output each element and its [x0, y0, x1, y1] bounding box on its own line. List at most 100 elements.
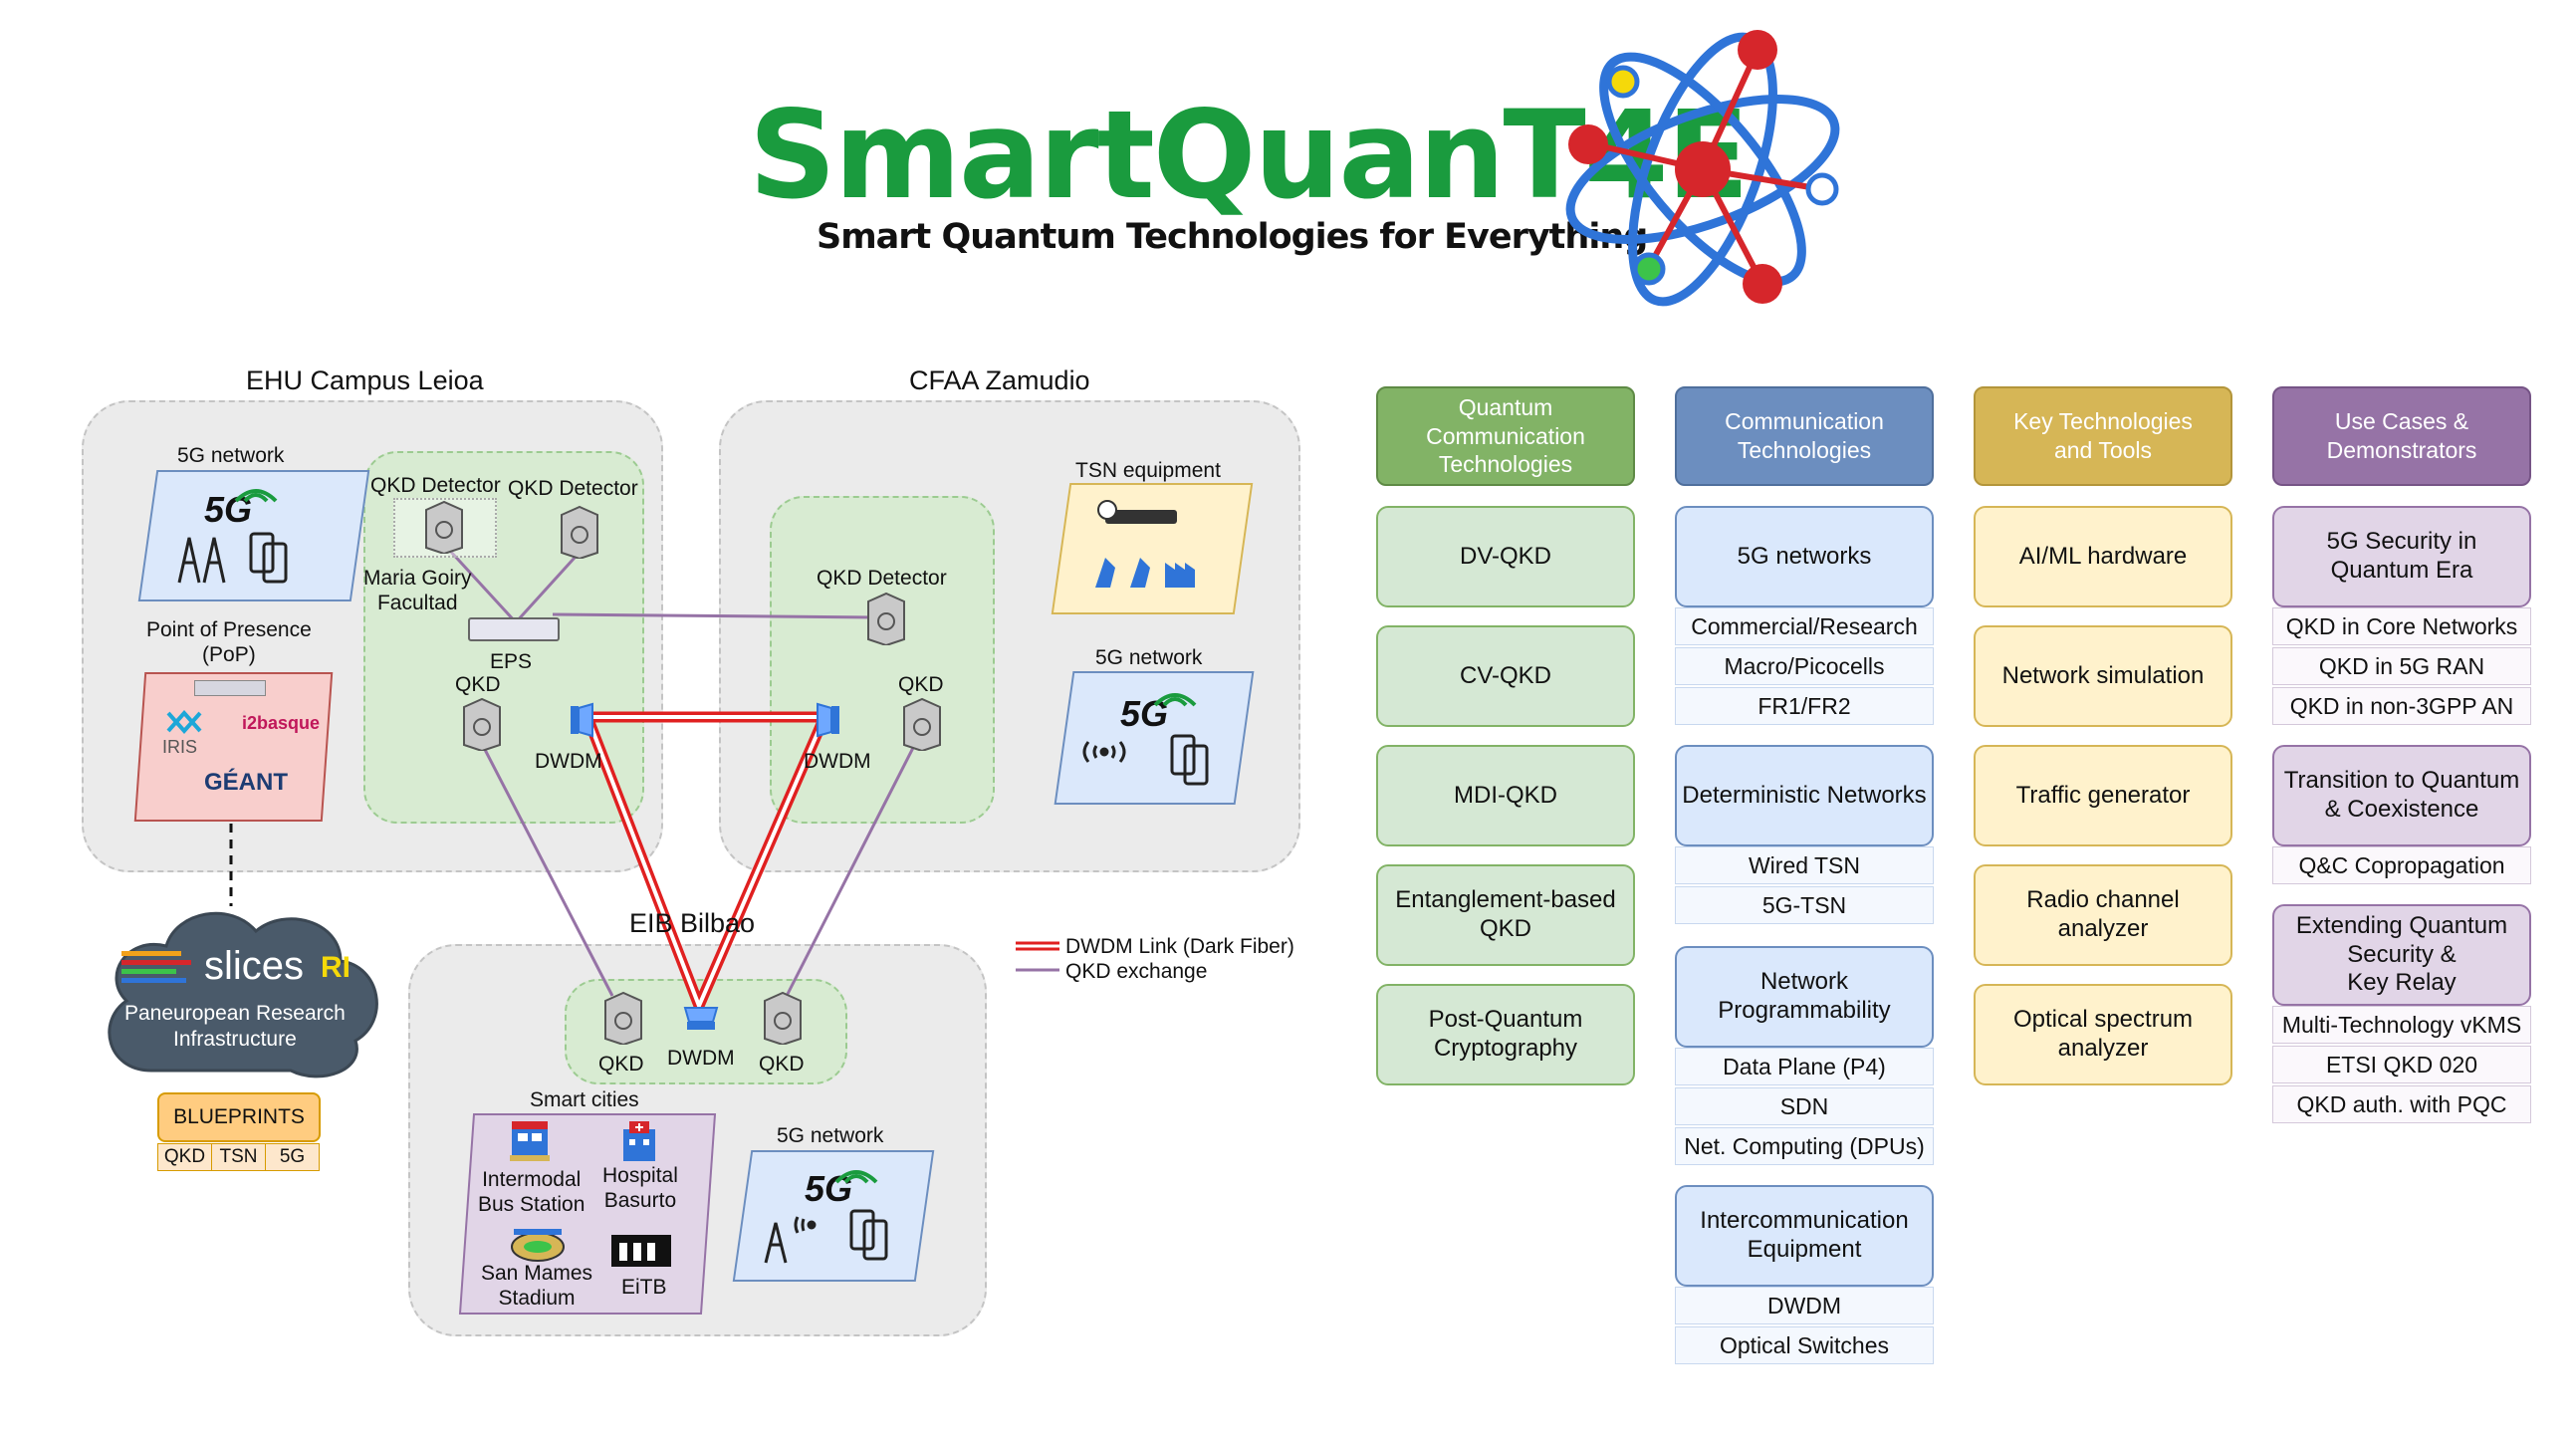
eib-site-title: EIB Bilbao [629, 908, 756, 938]
column-communication-subitem: Optical Switches [1675, 1326, 1934, 1364]
ehu-network-label: 5G network [177, 444, 285, 467]
dwdm-link [582, 711, 830, 1012]
stadium-label: San Mames Stadium [481, 1262, 593, 1311]
column-key-tech-item: Network simulation [1974, 625, 2232, 727]
qkd-detector-icon [867, 592, 905, 645]
faculty-label: Maria Goiry Facultad [363, 567, 472, 615]
column-key-tech-item: Optical spectrum analyzer [1974, 984, 2232, 1085]
column-key-tech-item: Traffic generator [1974, 745, 2232, 846]
stadium-icon [511, 1229, 565, 1262]
ehu-site-title: EHU Campus Leioa [246, 365, 484, 395]
eib-qkd-left-label: QKD [598, 1053, 644, 1076]
column-use-cases-item: Extending Quantum Security & Key Relay [2272, 904, 2531, 1006]
column-key-tech-item: AI/ML hardware [1974, 506, 2232, 607]
cfaa-qkd-label: QKD [898, 673, 944, 696]
ehu-qkd-detector-1-label: QKD Detector [370, 474, 501, 497]
column-communication-subitem: Wired TSN [1675, 846, 1934, 884]
atom-icon [1565, 30, 1840, 307]
column-communication-subitem: SDN [1675, 1087, 1934, 1125]
blueprints-title: BLUEPRINTS [157, 1092, 321, 1142]
antenna-icon [177, 532, 288, 584]
wifi-signal-icon [834, 1170, 878, 1184]
qkd-detector-icon [561, 505, 598, 559]
column-use-cases-item: 5G Security in Quantum Era [2272, 506, 2531, 607]
qkd-link-ehu-eib [479, 741, 614, 997]
legend-dwdm-label: DWDM Link (Dark Fiber) [1065, 935, 1294, 958]
column-communication-item: 5G networks [1675, 506, 1934, 607]
column-key-tech-header: Key Technologies and Tools [1974, 386, 2232, 486]
qkd-detector-icon [425, 500, 463, 554]
column-use-cases-header: Use Cases & Demonstrators [2272, 386, 2531, 486]
pop-logo-i2basque: i2basque [242, 713, 321, 733]
bus-station-icon [510, 1121, 550, 1161]
legend-swatches [1016, 941, 1059, 972]
eitb-label: EiTB [621, 1276, 667, 1299]
slices-suffix: RI [321, 951, 351, 984]
qkd-server-icon [604, 991, 642, 1045]
column-quantum-header: Quantum Communication Technologies [1376, 386, 1635, 486]
column-communication-subitem: FR1/FR2 [1675, 687, 1934, 725]
hospital-icon [623, 1121, 655, 1161]
wifi-signal-icon [1153, 693, 1197, 707]
column-communication-subitem: Macro/Picocells [1675, 647, 1934, 685]
ehu-qkd-label: QKD [455, 673, 501, 696]
qkd-server-icon [903, 697, 941, 751]
pop-switch-icon [194, 680, 266, 696]
eitb-building-icon [611, 1235, 671, 1267]
column-use-cases-subitem: QKD auth. with PQC [2272, 1085, 2531, 1123]
column-communication-subitem: Commercial/Research [1675, 607, 1934, 645]
eps-label: EPS [490, 650, 533, 673]
pop-label: Point of Presence (PoP) [146, 618, 312, 667]
slices-name: slices [204, 944, 305, 988]
dwdm-icon [817, 702, 839, 738]
column-communication-item: Intercommunication Equipment [1675, 1185, 1934, 1287]
column-communication-item: Deterministic Networks [1675, 745, 1934, 846]
column-communication-header: Communication Technologies [1675, 386, 1934, 486]
column-communication-item: Network Programmability [1675, 946, 1934, 1048]
qkd-link-ehu-cfaa [552, 612, 877, 619]
legend-qkd-label: QKD exchange [1065, 960, 1208, 983]
column-quantum-item: MDI-QKD [1376, 745, 1635, 846]
column-quantum-item: Post-Quantum Cryptography [1376, 984, 1635, 1085]
blueprint-5g: 5G [265, 1143, 320, 1171]
column-use-cases-subitem: QKD in 5G RAN [2272, 647, 2531, 685]
dwdm-icon [683, 1007, 719, 1030]
column-communication-subitem: DWDM [1675, 1287, 1934, 1324]
cfaa-network-label: 5G network [1095, 646, 1203, 669]
dwdm-icon [571, 702, 593, 738]
smart-cities-label: Smart cities [530, 1088, 639, 1111]
eib-dwdm-label: DWDM [667, 1047, 735, 1070]
column-communication-subitem: Net. Computing (DPUs) [1675, 1127, 1934, 1165]
column-use-cases-subitem: Multi-Technology vKMS [2272, 1006, 2531, 1044]
wireless-device-icon [1082, 734, 1209, 786]
cfaa-site-title: CFAA Zamudio [909, 365, 1090, 395]
bus-station-label: Intermodal Bus Station [478, 1168, 585, 1217]
slices-cloud [108, 911, 378, 1078]
qkd-server-icon [463, 697, 501, 751]
column-use-cases-subitem: QKD in Core Networks [2272, 607, 2531, 645]
qkd-link-eps-detector [514, 556, 577, 624]
pop-logo-geant: GÉANT [204, 769, 288, 796]
hospital-label: Hospital Basurto [602, 1164, 678, 1213]
slices-description: Paneuropean Research Infrastructure [124, 1002, 346, 1052]
column-communication-subitem: 5G-TSN [1675, 886, 1934, 924]
pop-logo-iris: IRIS [162, 737, 198, 757]
qkd-server-icon [764, 991, 802, 1045]
column-communication-subitem: Data Plane (P4) [1675, 1048, 1934, 1085]
column-quantum-item: DV-QKD [1376, 506, 1635, 607]
tsn-equipment-icon [1095, 500, 1195, 588]
logo-subtitle: Smart Quantum Technologies for Everythin… [817, 217, 1648, 257]
eps-switch-icon [468, 617, 560, 641]
slices-color-bars [121, 951, 191, 983]
column-quantum-item: CV-QKD [1376, 625, 1635, 727]
qkd-link-cfaa-eib [785, 741, 918, 997]
column-use-cases-subitem: ETSI QKD 020 [2272, 1046, 2531, 1083]
ehu-qkd-detector-2-label: QKD Detector [508, 477, 638, 500]
antenna-icon [764, 1209, 888, 1264]
column-use-cases-subitem: Q&C Copropagation [2272, 846, 2531, 884]
eib-qkd-right-label: QKD [759, 1053, 805, 1076]
column-use-cases-item: Transition to Quantum & Coexistence [2272, 745, 2531, 846]
column-use-cases-subitem: QKD in non-3GPP AN [2272, 687, 2531, 725]
blueprint-tsn: TSN [211, 1143, 266, 1171]
